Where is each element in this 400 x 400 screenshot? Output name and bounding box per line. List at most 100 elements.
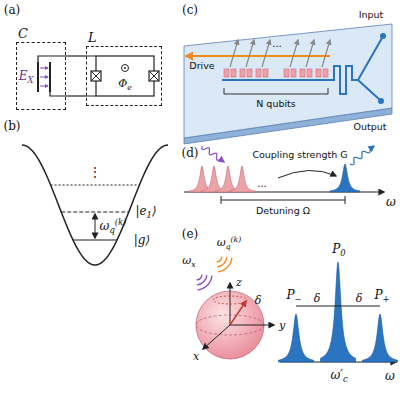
figure-label: ωq(k): [100, 218, 127, 234]
label-text: ⟩: [152, 204, 157, 218]
splitting-line: [296, 306, 380, 307]
figure-label: Output: [354, 122, 387, 132]
label-text: x: [193, 350, 199, 363]
field-arrow: [40, 77, 48, 78]
figure-label: (c): [182, 4, 198, 16]
port: [380, 33, 386, 39]
squid-loop: [96, 56, 154, 96]
figure-label: P−: [286, 289, 301, 303]
figure-label: P+: [374, 289, 389, 303]
wire: [66, 55, 86, 56]
label-text: (a): [4, 3, 21, 17]
wave-arc: [197, 275, 202, 280]
label-text: ω: [386, 195, 396, 209]
superscript: (k): [231, 235, 242, 244]
precession-cone: [213, 296, 247, 304]
figure-label: (a): [4, 4, 21, 16]
label-text: ω: [217, 236, 226, 249]
label-text: Drive: [189, 60, 214, 71]
port: [378, 98, 384, 104]
junction-cross: [149, 71, 159, 81]
label-text: P: [286, 288, 294, 302]
label-text: (d): [181, 146, 198, 160]
drive-line: [186, 55, 330, 57]
label-text: ω′: [330, 368, 343, 382]
figure-label: ...: [257, 179, 267, 189]
figure-label: ⋮: [89, 166, 101, 178]
state-vector: [230, 301, 246, 325]
subscript: e: [127, 83, 132, 92]
subscript: −: [295, 294, 302, 304]
qubit-pad: [284, 69, 289, 77]
y-axis: [230, 325, 274, 326]
label-text: ω: [100, 219, 110, 233]
label-text: Output: [354, 121, 387, 132]
label-text: (c): [182, 3, 198, 17]
qubit-pad: [224, 69, 229, 77]
component-label: L: [88, 30, 97, 45]
energy-level: [73, 239, 117, 240]
figure-label: ω: [385, 370, 395, 382]
superscript: (k): [115, 217, 127, 227]
coupling-arrow: [278, 170, 336, 178]
wave-arc: [217, 257, 227, 267]
figure-label: δ: [356, 293, 363, 304]
subscript: q: [226, 242, 231, 251]
qubit-pad: [263, 69, 268, 77]
figure-label: Detuning Ω: [254, 205, 312, 217]
wave-arc: [217, 257, 222, 262]
capacitor-plate: [49, 62, 51, 92]
spin-arrow: [322, 40, 330, 67]
figure-label: P0: [332, 243, 345, 257]
energy-level: [61, 211, 129, 212]
transition-arrow: [95, 214, 96, 238]
side-peak: [279, 314, 314, 362]
qubit-pad: [291, 69, 296, 77]
component-box: L: [86, 46, 162, 106]
component-label: C: [18, 26, 28, 41]
subscript: 0: [340, 248, 345, 258]
subscript: x: [191, 260, 195, 269]
qubit-pad: [307, 69, 312, 77]
potential-well: [22, 145, 168, 265]
figure-label: ω: [386, 196, 396, 208]
qubit-pad: [300, 69, 305, 77]
figure-label: |g⟩: [134, 234, 150, 246]
subscript: +: [383, 294, 390, 304]
josephson-junction: [149, 71, 159, 81]
label-text: |g⟩: [134, 233, 150, 247]
label-text: ω: [182, 254, 191, 267]
figure-label: Φe: [118, 78, 132, 91]
side-peak: [363, 314, 398, 362]
label-text: (b): [3, 119, 20, 133]
label-text: Φ: [118, 77, 127, 90]
figure-label: (d): [181, 147, 198, 159]
wave-arc: [197, 275, 207, 285]
cavity-peak: [330, 164, 360, 192]
spin-arrow: [246, 40, 254, 67]
spin-arrow: [230, 40, 238, 67]
figure-label: Input: [359, 10, 384, 20]
label-text: E: [19, 69, 28, 83]
figure-label: Drive: [189, 61, 214, 71]
label-text: |e: [135, 204, 146, 218]
figure-label: EX: [19, 70, 34, 84]
label-text: (e): [182, 227, 198, 241]
wire: [50, 92, 66, 96]
qubit-pad: [231, 69, 236, 77]
label-text: P: [332, 242, 340, 256]
label-text: Coupling strength G: [252, 149, 347, 160]
figure-label: x: [193, 351, 199, 362]
transmission-line: [222, 38, 382, 100]
figure-label: δ: [255, 295, 262, 306]
figure-label: ωx: [182, 255, 195, 268]
josephson-junction: [91, 71, 101, 81]
figure-label: Coupling strength G: [250, 149, 349, 161]
spin-arrow: [290, 40, 298, 67]
qubit-pad: [247, 69, 252, 77]
spin-arrow: [262, 40, 270, 67]
subscript: X: [27, 75, 33, 85]
